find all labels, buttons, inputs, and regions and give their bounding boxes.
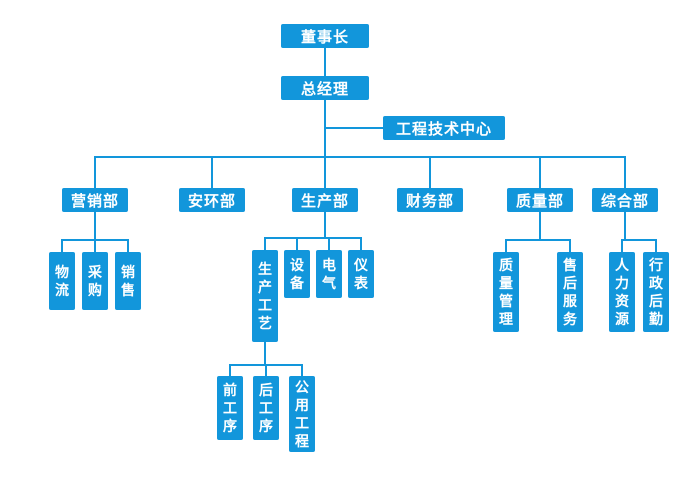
node-quality-dept: 质量部 [507,188,573,212]
node-equipment: 设备 [284,250,310,298]
node-safety-env-dept: 安环部 [179,188,245,212]
node-chairman: 董事长 [281,24,369,48]
node-production-process: 生产工艺 [252,250,278,342]
node-after-sales-service: 售后服务 [557,252,583,332]
node-front-process: 前工序 [217,376,243,440]
node-finance-dept: 财务部 [397,188,463,212]
node-utility-engineering: 公用工程 [289,376,315,452]
node-quality-management: 质量管理 [493,252,519,332]
node-human-resources: 人力资源 [609,252,635,332]
node-sales: 销售 [115,252,141,310]
node-rear-process: 后工序 [253,376,279,440]
node-procurement: 采购 [82,252,108,310]
node-production-dept: 生产部 [292,188,358,212]
node-marketing-dept: 营销部 [62,188,128,212]
node-electrical: 电气 [316,250,342,298]
node-general-affairs-dept: 综合部 [592,188,658,212]
node-admin-logistics: 行政后勤 [643,252,669,332]
node-instrumentation: 仪表 [348,250,374,298]
node-general-manager: 总经理 [281,76,369,100]
node-engineering-center: 工程技术中心 [383,116,505,140]
node-logistics: 物流 [49,252,75,310]
